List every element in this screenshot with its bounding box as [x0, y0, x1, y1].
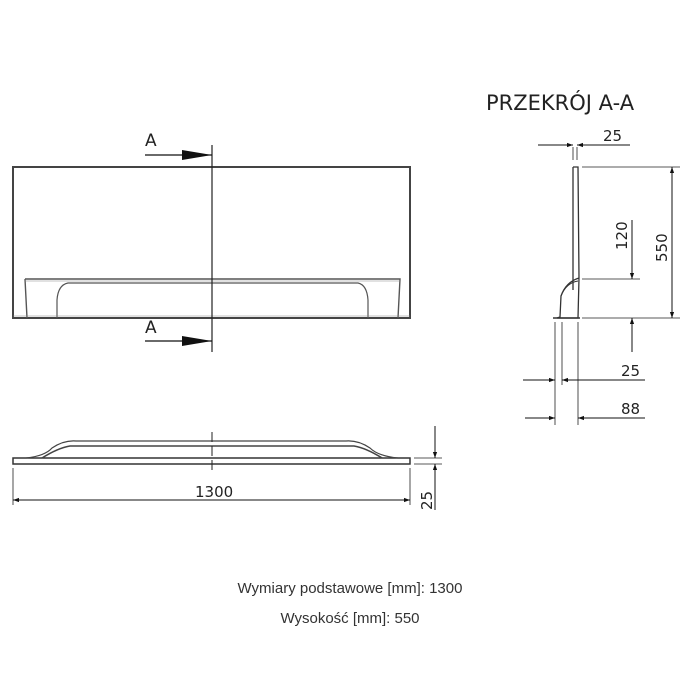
front-view: A A [12, 131, 411, 352]
top-view: 1300 25 [12, 426, 442, 510]
spec-base-dimensions: Wymiary podstawowe [mm]: 1300 [237, 580, 463, 597]
moulding-inner [56, 282, 369, 318]
dim-lip-height: 120 [613, 221, 631, 250]
section-title: PRZEKRÓJ A-A [486, 90, 635, 115]
section-view: PRZEKRÓJ A-A 25 550 120 25 88 [486, 90, 680, 425]
moulding-outline [24, 278, 401, 319]
dim-thickness: 25 [418, 491, 436, 510]
dim-bottom-thickness: 25 [621, 362, 640, 380]
section-marker-top: A [145, 131, 157, 151]
panel-profile [556, 166, 580, 319]
dim-width: 1300 [195, 483, 233, 501]
dim-height: 550 [653, 233, 671, 262]
top-view-profile-outer [25, 440, 399, 459]
section-marker-bottom: A [145, 318, 157, 338]
spec-height: Wysokość [mm]: 550 [280, 610, 420, 627]
dim-base-depth: 88 [621, 400, 640, 418]
dim-top-thickness: 25 [603, 127, 622, 145]
